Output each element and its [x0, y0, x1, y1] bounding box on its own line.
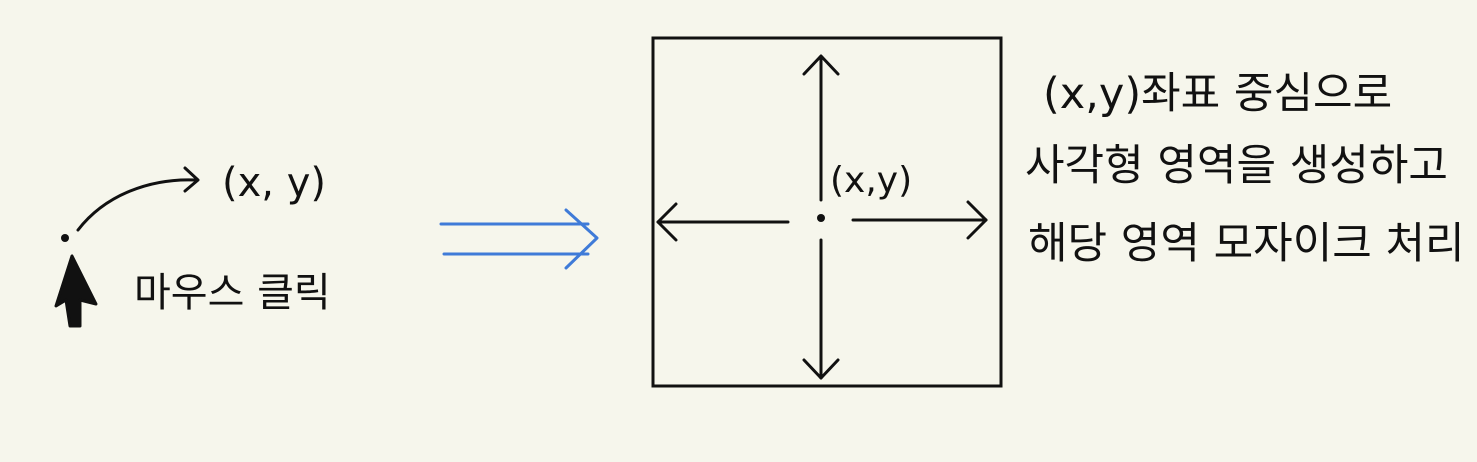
square-region: (x,y): [651, 36, 1003, 388]
square-region-border: [651, 36, 1003, 388]
center-coordinate-label: (x,y): [830, 160, 912, 201]
description-line-1: (x,y)좌표 중심으로: [1043, 69, 1392, 119]
description-line-2: 사각형 영역을 생성하고: [1025, 141, 1448, 191]
description-line-3: 해당 영역 모자이크 처리: [1028, 219, 1465, 269]
click-point-dot: [61, 234, 69, 242]
mouse-cursor-arrow-icon: [54, 254, 98, 328]
arrow-up-icon: [802, 54, 840, 202]
mouse-click-label: 마우스 클릭: [134, 270, 331, 316]
arrow-left-icon: [656, 202, 790, 242]
click-section: (x, y) 마우스 클릭: [54, 160, 331, 328]
arrow-down-icon: [802, 238, 840, 380]
click-coordinate-label: (x, y): [222, 160, 326, 206]
arrow-right-icon: [851, 200, 988, 240]
curved-arrowhead-icon: [183, 166, 200, 193]
double-arrow-right-icon: [439, 208, 599, 270]
curved-arrow-to-coordinate: [76, 178, 198, 232]
description-block: (x,y)좌표 중심으로 사각형 영역을 생성하고 해당 영역 모자이크 처리: [1025, 69, 1465, 269]
center-point-dot: [817, 214, 825, 222]
